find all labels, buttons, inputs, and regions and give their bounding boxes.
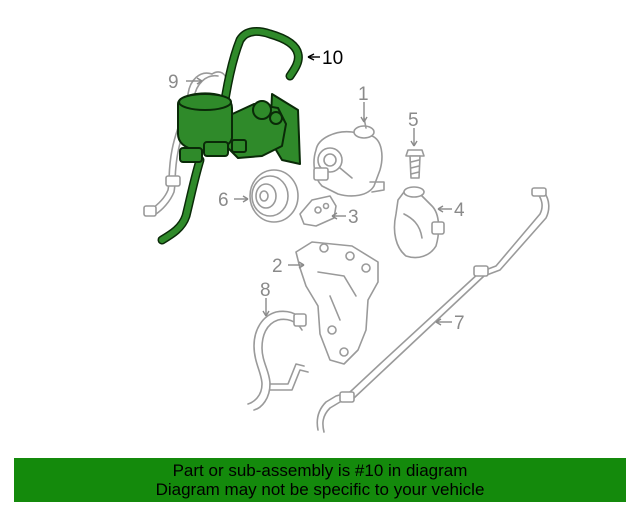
part-5-bolt	[405, 149, 425, 179]
callout-10[interactable]: 10	[322, 48, 343, 69]
callout-2[interactable]: 2	[272, 256, 283, 277]
callout-9[interactable]: 9	[168, 72, 179, 93]
info-banner: Part or sub-assembly is #10 in diagram D…	[14, 458, 626, 502]
leader-lines	[186, 53, 452, 326]
parts-diagram: 10 9 1 5 4 6 3 2 8 7	[143, 27, 550, 433]
part-6-pulley	[249, 169, 299, 223]
callout-4[interactable]: 4	[454, 200, 465, 221]
banner-line-1: Part or sub-assembly is #10 in diagram	[172, 461, 468, 480]
callout-1[interactable]: 1	[358, 84, 369, 105]
callout-labels: 10 9 1 5 4 6 3 2 8 7	[168, 48, 465, 334]
callout-7[interactable]: 7	[454, 313, 465, 334]
part-10-assembly-highlighted	[157, 27, 303, 245]
part-3-bracket	[299, 195, 337, 227]
part-7-pressure-line	[316, 187, 550, 433]
part-8-return-hose	[247, 310, 309, 411]
callout-3[interactable]: 3	[348, 207, 359, 228]
banner-line-2: Diagram may not be specific to your vehi…	[155, 480, 485, 499]
callout-8[interactable]: 8	[260, 280, 271, 301]
part-2-mounting-bracket	[295, 241, 379, 365]
part-1-pump	[313, 117, 385, 197]
part-9-pressure-hose	[143, 71, 227, 217]
callout-5[interactable]: 5	[408, 110, 419, 131]
callout-6[interactable]: 6	[218, 190, 229, 211]
part-4-reservoir	[393, 186, 445, 259]
